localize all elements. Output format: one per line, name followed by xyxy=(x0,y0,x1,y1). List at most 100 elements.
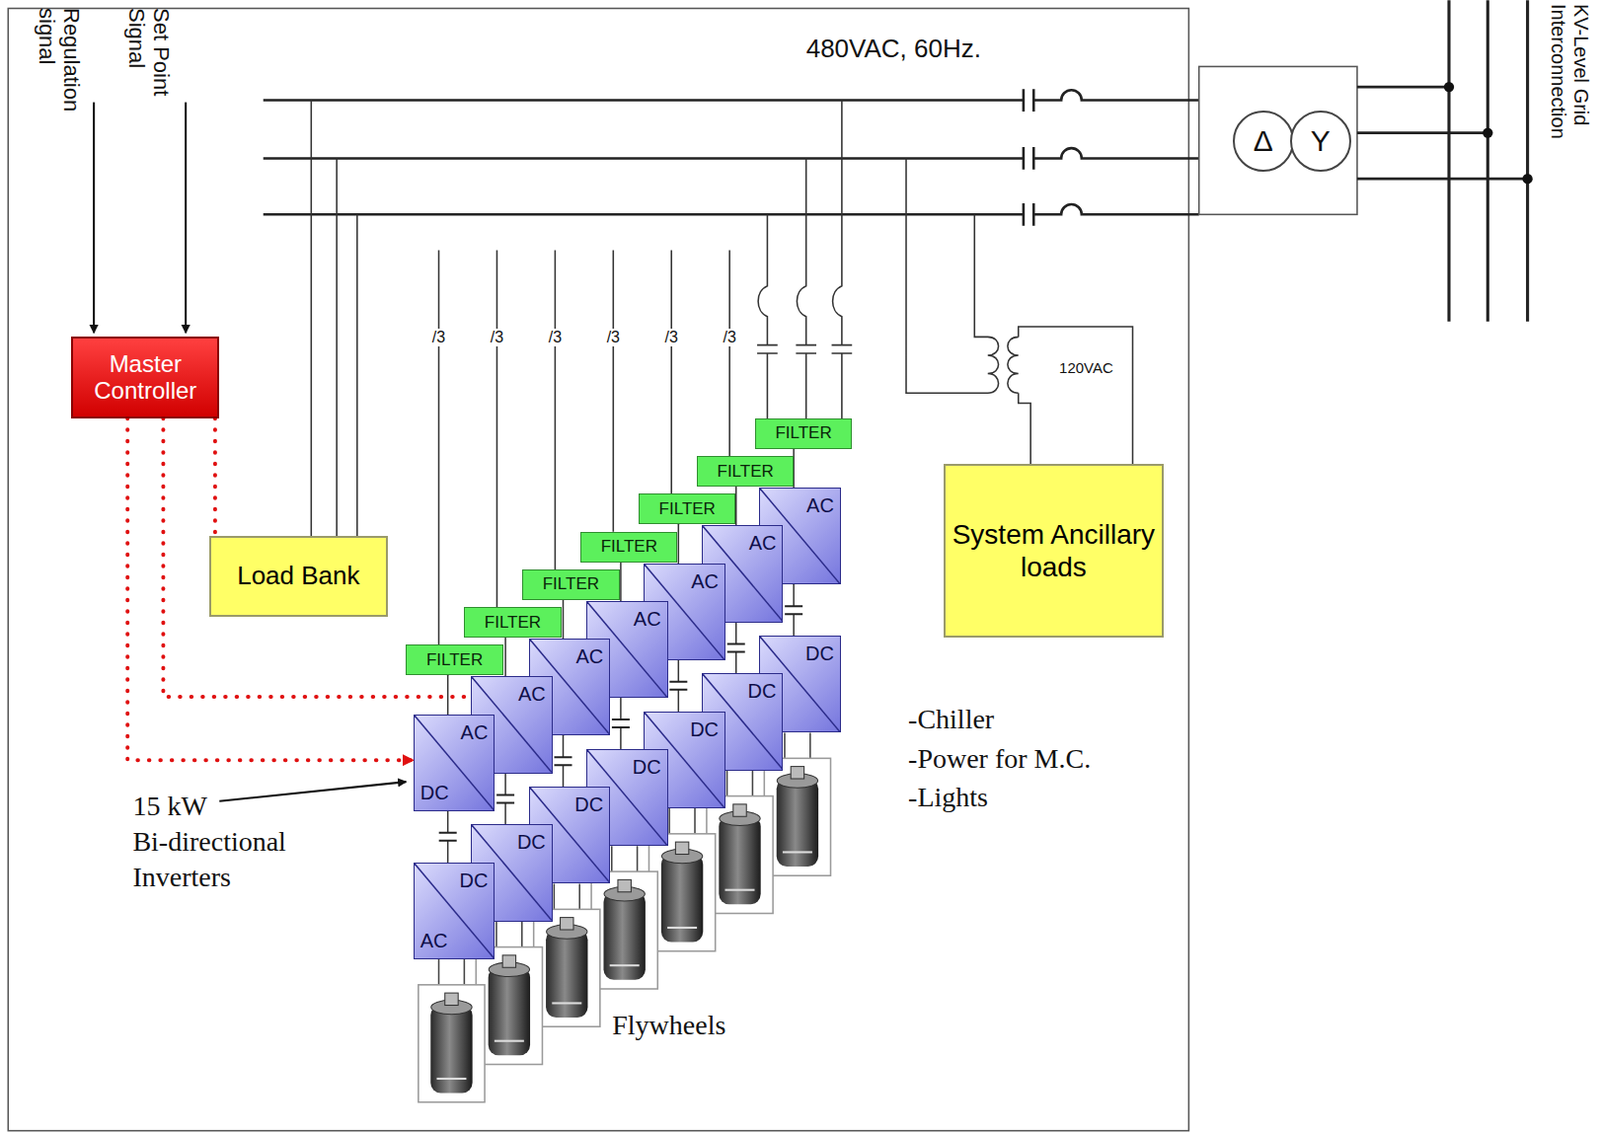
flywheel-body xyxy=(545,929,588,1018)
phase-count: /3 xyxy=(430,328,448,347)
flywheel-lead xyxy=(784,732,811,759)
transformer-lead xyxy=(1357,86,1528,179)
flywheel-lead xyxy=(669,808,695,835)
word: /3 xyxy=(607,328,620,346)
word: Controller xyxy=(93,377,197,404)
word: -Chiller xyxy=(908,703,994,735)
word: Ancillary xyxy=(1050,519,1155,550)
word: M.C. xyxy=(1034,743,1092,774)
lc-filter-feed xyxy=(832,100,853,420)
node-text: FILTER xyxy=(601,536,658,557)
power-link xyxy=(447,675,450,714)
word: DC xyxy=(459,869,489,892)
capacitor-symbol xyxy=(784,606,803,614)
word: AC xyxy=(806,494,835,517)
word: DC xyxy=(632,756,662,778)
word: Load xyxy=(236,560,295,591)
flywheel-lead xyxy=(553,883,580,910)
node-text: Master Controller xyxy=(76,350,214,405)
node-text: AC xyxy=(420,929,449,953)
word: DC xyxy=(689,718,719,741)
node-text: FILTER xyxy=(717,461,774,482)
enclosure-frame xyxy=(7,7,1189,1131)
inverter-box: ACDC xyxy=(413,714,496,812)
node-text: AC xyxy=(518,683,546,706)
word: FILTER xyxy=(717,461,774,481)
flywheel-hub xyxy=(560,917,574,930)
junction-dot xyxy=(1482,127,1493,138)
load-bank-box: Load Bank xyxy=(209,535,388,618)
converter-box: DC AC xyxy=(413,862,496,960)
word: Inverters xyxy=(132,861,231,893)
word: signal xyxy=(33,7,59,65)
node-text: Δ xyxy=(1253,124,1274,158)
node-text: DC xyxy=(574,793,604,817)
word: DC xyxy=(420,781,450,804)
word: DC xyxy=(517,831,546,853)
word: for xyxy=(994,743,1028,774)
flywheel-body xyxy=(488,967,531,1056)
word: DC xyxy=(574,793,604,816)
word: Grid xyxy=(1570,88,1593,127)
control-link xyxy=(213,418,218,536)
node-text: FILTER xyxy=(484,612,541,633)
flywheel-band xyxy=(609,964,640,967)
lc-filter-feed xyxy=(795,157,817,419)
flywheel-body xyxy=(430,1005,472,1094)
node-text: DC xyxy=(632,756,662,779)
flywheel-hub xyxy=(733,804,747,817)
flywheel-body xyxy=(776,778,819,867)
flywheel-band xyxy=(725,889,756,892)
word: Bi-directional xyxy=(132,826,287,857)
word: 480VAC, xyxy=(806,33,908,64)
word: Interconnection xyxy=(1547,3,1570,140)
power-link xyxy=(678,524,681,563)
word: 15 xyxy=(132,790,160,822)
node-text: AC xyxy=(806,494,835,518)
phase-count: /3 xyxy=(720,328,738,347)
capacitor-gap xyxy=(496,794,515,803)
load-bank-feed xyxy=(310,100,358,536)
capacitor-symbol xyxy=(1023,88,1034,227)
filter-box: FILTER xyxy=(522,569,619,601)
delta-winding: Δ xyxy=(1232,110,1295,172)
flywheel-hub xyxy=(617,879,631,892)
word: FILTER xyxy=(774,423,832,443)
junction-dots xyxy=(1444,81,1533,184)
control-link xyxy=(127,418,413,761)
flywheel-hub xyxy=(675,841,688,854)
signal-arrow xyxy=(184,102,187,334)
node-text: Load Bank xyxy=(236,560,360,592)
word: FILTER xyxy=(426,650,483,670)
word: /3 xyxy=(722,328,736,346)
flywheel-frame xyxy=(591,871,658,990)
bus-line xyxy=(263,148,1200,158)
capacitor-symbol xyxy=(554,757,573,765)
node-text: AC xyxy=(575,645,604,669)
capacitor-gap xyxy=(611,719,630,728)
flywheel-lead xyxy=(727,770,754,797)
filter-box: FILTER xyxy=(696,456,794,487)
word: Flywheels xyxy=(611,1009,726,1041)
word: FILTER xyxy=(542,574,600,594)
word: /3 xyxy=(548,328,562,346)
inverter-callout: 15 kW Bi-directional Inverters xyxy=(132,788,305,896)
aux-transformer-primary xyxy=(906,157,999,393)
flywheel-frame xyxy=(648,834,715,952)
flywheel-frame xyxy=(706,796,773,915)
word: Δ xyxy=(1253,124,1274,157)
flywheel-body xyxy=(661,854,703,943)
capacitor-gap xyxy=(784,606,803,614)
flywheel-body xyxy=(603,892,645,981)
wye-winding: Y xyxy=(1290,110,1352,172)
word: FILTER xyxy=(484,612,541,632)
word: -Power xyxy=(908,743,989,774)
flywheel-band xyxy=(494,1040,525,1043)
voltage-label: 120VAC xyxy=(1059,359,1114,377)
capacitor-gap xyxy=(727,643,746,652)
flywheel xyxy=(418,959,485,1103)
capacitor-gap xyxy=(439,833,458,841)
flywheel-lead xyxy=(439,959,465,986)
